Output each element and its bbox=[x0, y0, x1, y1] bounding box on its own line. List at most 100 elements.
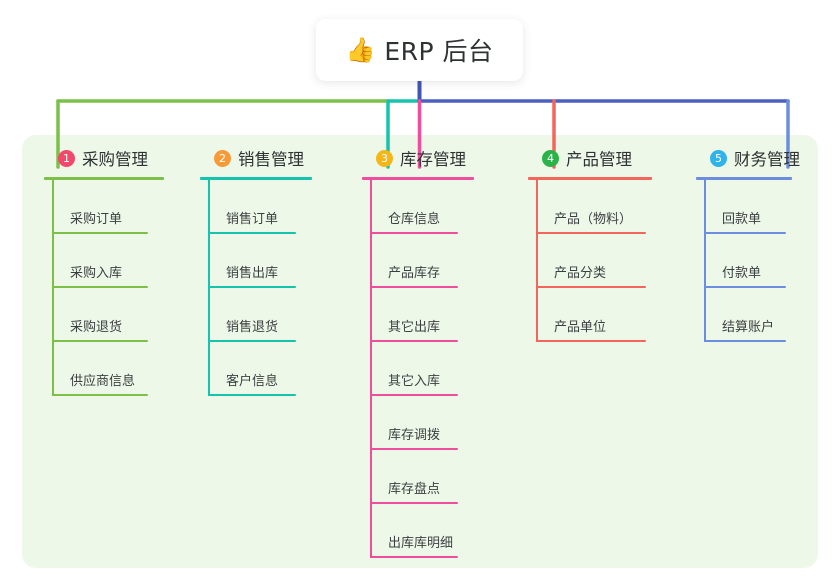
leaf-label: 销售退货 bbox=[226, 320, 279, 335]
branch-header-2[interactable]: 2 销售管理 bbox=[200, 146, 360, 170]
branch-title-3: 库存管理 bbox=[400, 150, 466, 169]
leaf-underline bbox=[704, 286, 786, 288]
leaf-underline bbox=[370, 340, 458, 342]
leaf-node[interactable]: 供应商信息 bbox=[44, 342, 204, 396]
leaf-underline bbox=[536, 232, 646, 234]
leaf-underline bbox=[208, 232, 296, 234]
leaf-label: 销售出库 bbox=[226, 266, 279, 281]
branch-header-5[interactable]: 5 财务管理 bbox=[696, 146, 826, 170]
leaf-label: 结算账户 bbox=[722, 320, 775, 335]
leaf-node[interactable]: 仓库信息 bbox=[362, 180, 522, 234]
branch-spine bbox=[52, 180, 54, 396]
branch-rule-4 bbox=[528, 177, 652, 180]
leaf-node[interactable]: 其它出库 bbox=[362, 288, 522, 342]
leaf-label: 产品（物料） bbox=[554, 212, 633, 227]
leaf-node[interactable]: 付款单 bbox=[696, 234, 826, 288]
leaf-underline bbox=[370, 394, 458, 396]
branch-spine bbox=[208, 180, 210, 396]
leaf-node[interactable]: 销售退货 bbox=[200, 288, 360, 342]
leaf-label: 销售订单 bbox=[226, 212, 279, 227]
branch-spine bbox=[370, 180, 372, 558]
branch-badge-2: 2 bbox=[214, 149, 231, 167]
branch-items-1: 采购订单采购入库采购退货供应商信息 bbox=[44, 180, 204, 396]
branch-header-1[interactable]: 1 采购管理 bbox=[44, 146, 204, 170]
branch-rule-1 bbox=[44, 177, 164, 180]
branch-items-3: 仓库信息产品库存其它出库其它入库库存调拨库存盘点出库库明细 bbox=[362, 180, 522, 558]
leaf-label: 采购入库 bbox=[70, 266, 123, 281]
leaf-underline bbox=[52, 232, 148, 234]
leaf-label: 回款单 bbox=[722, 212, 762, 227]
branch-title-2: 销售管理 bbox=[238, 150, 304, 169]
leaf-node[interactable]: 销售订单 bbox=[200, 180, 360, 234]
leaf-node[interactable]: 产品分类 bbox=[528, 234, 696, 288]
leaf-underline bbox=[370, 448, 458, 450]
leaf-label: 产品库存 bbox=[388, 266, 441, 281]
leaf-node[interactable]: 客户信息 bbox=[200, 342, 360, 396]
branch-column-3: 3 库存管理 仓库信息产品库存其它出库其它入库库存调拨库存盘点出库库明细 bbox=[362, 146, 522, 558]
leaf-node[interactable]: 采购入库 bbox=[44, 234, 204, 288]
leaf-node[interactable]: 回款单 bbox=[696, 180, 826, 234]
branch-items-5: 回款单付款单结算账户 bbox=[696, 180, 826, 342]
thumbs-up-icon: 👍 bbox=[345, 36, 376, 64]
leaf-node[interactable]: 销售出库 bbox=[200, 234, 360, 288]
leaf-label: 供应商信息 bbox=[70, 374, 136, 389]
leaf-node[interactable]: 采购退货 bbox=[44, 288, 204, 342]
branch-rule-5 bbox=[696, 177, 792, 180]
branch-items-4: 产品（物料） 产品分类产品单位 bbox=[528, 180, 696, 342]
leaf-node[interactable]: 出库库明细 bbox=[362, 504, 522, 558]
leaf-label: 客户信息 bbox=[226, 374, 279, 389]
leaf-underline bbox=[52, 286, 148, 288]
leaf-label: 产品单位 bbox=[554, 320, 607, 335]
leaf-underline bbox=[370, 286, 458, 288]
branch-column-4: 4 产品管理 产品（物料） 产品分类产品单位 bbox=[528, 146, 696, 342]
leaf-underline bbox=[704, 232, 786, 234]
branch-column-2: 2 销售管理 销售订单销售出库销售退货客户信息 bbox=[200, 146, 360, 396]
branch-title-4: 产品管理 bbox=[566, 150, 632, 169]
branch-badge-3: 3 bbox=[376, 149, 393, 167]
leaf-label: 仓库信息 bbox=[388, 212, 441, 227]
leaf-label: 出库库明细 bbox=[388, 536, 454, 551]
branch-title-1: 采购管理 bbox=[82, 150, 148, 169]
leaf-underline bbox=[208, 394, 296, 396]
leaf-label: 采购退货 bbox=[70, 320, 123, 335]
branch-spine bbox=[704, 180, 706, 342]
branch-rule-2 bbox=[200, 177, 312, 180]
leaf-label: 其它出库 bbox=[388, 320, 441, 335]
leaf-label: 采购订单 bbox=[70, 212, 123, 227]
leaf-underline bbox=[370, 502, 458, 504]
branch-column-5: 5 财务管理 回款单付款单结算账户 bbox=[696, 146, 826, 342]
leaf-label: 库存盘点 bbox=[388, 482, 441, 497]
leaf-node[interactable]: 采购订单 bbox=[44, 180, 204, 234]
branch-badge-4: 4 bbox=[542, 149, 559, 167]
leaf-node[interactable]: 产品（物料） bbox=[528, 180, 696, 234]
leaf-node[interactable]: 产品库存 bbox=[362, 234, 522, 288]
leaf-node[interactable]: 库存盘点 bbox=[362, 450, 522, 504]
branch-column-1: 1 采购管理 采购订单采购入库采购退货供应商信息 bbox=[44, 146, 204, 396]
diagram-panel bbox=[22, 135, 818, 568]
leaf-label: 产品分类 bbox=[554, 266, 607, 281]
leaf-node[interactable]: 其它入库 bbox=[362, 342, 522, 396]
leaf-node[interactable]: 产品单位 bbox=[528, 288, 696, 342]
leaf-underline bbox=[208, 340, 296, 342]
leaf-underline bbox=[52, 340, 148, 342]
branch-badge-1: 1 bbox=[58, 149, 75, 167]
leaf-label: 付款单 bbox=[722, 266, 762, 281]
leaf-label: 其它入库 bbox=[388, 374, 441, 389]
branch-badge-5: 5 bbox=[710, 149, 727, 167]
branch-header-3[interactable]: 3 库存管理 bbox=[362, 146, 522, 170]
leaf-node[interactable]: 库存调拨 bbox=[362, 396, 522, 450]
leaf-underline bbox=[704, 340, 786, 342]
branch-rule-3 bbox=[362, 177, 474, 180]
leaf-underline bbox=[208, 286, 296, 288]
root-title: ERP 后台 bbox=[384, 37, 494, 66]
leaf-label: 库存调拨 bbox=[388, 428, 441, 443]
branch-title-5: 财务管理 bbox=[734, 150, 800, 169]
root-node[interactable]: 👍 ERP 后台 bbox=[316, 19, 523, 81]
leaf-underline bbox=[370, 556, 458, 558]
branch-items-2: 销售订单销售出库销售退货客户信息 bbox=[200, 180, 360, 396]
leaf-underline bbox=[536, 286, 646, 288]
leaf-node[interactable]: 结算账户 bbox=[696, 288, 826, 342]
branch-header-4[interactable]: 4 产品管理 bbox=[528, 146, 696, 170]
leaf-underline bbox=[370, 232, 458, 234]
